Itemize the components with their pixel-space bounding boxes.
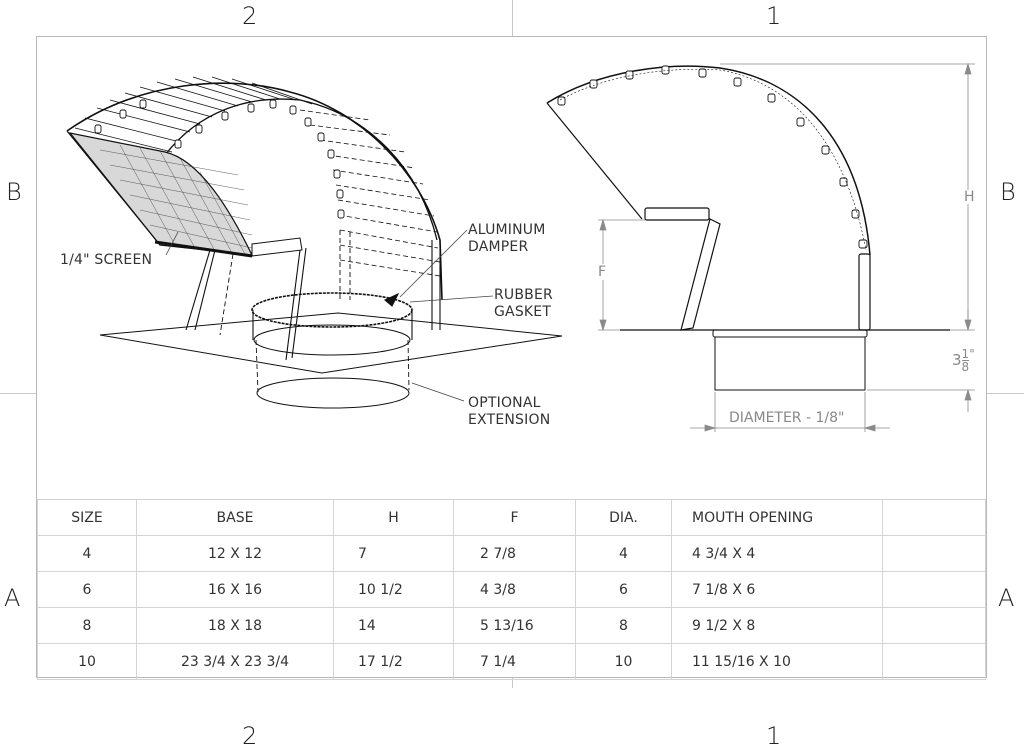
cell-f: 4 3/8 <box>453 571 576 608</box>
header-size: SIZE <box>37 499 137 536</box>
header-blank <box>882 499 986 536</box>
zone-label-right-a: A <box>998 584 1015 612</box>
callout-gasket-line2: GASKET <box>494 304 552 320</box>
cell-size: 4 <box>37 535 137 572</box>
zone-tick-left <box>0 393 36 394</box>
cell-blank <box>882 571 986 608</box>
zone-tick-top <box>512 0 513 36</box>
cell-dia: 10 <box>575 643 672 680</box>
cell-dia: 8 <box>575 607 672 644</box>
callout-damper-line2: DAMPER <box>468 239 529 255</box>
cell-mouth-opening: 9 1/2 X 8 <box>671 607 883 644</box>
header-base: BASE <box>136 499 334 536</box>
cell-mouth-opening: 11 15/16 X 10 <box>671 643 883 680</box>
header-mouth-opening: MOUTH OPENING <box>671 499 883 536</box>
dimension-f: F <box>598 264 607 280</box>
table-header-row: SIZE BASE H F DIA. MOUTH OPENING <box>37 499 986 536</box>
dimension-lines <box>598 62 975 432</box>
zone-label-top-2: 2 <box>242 2 258 30</box>
cell-h: 7 <box>333 535 454 572</box>
zone-label-bottom-1: 1 <box>766 722 782 750</box>
cell-mouth-opening: 4 3/4 X 4 <box>671 535 883 572</box>
header-dia: DIA. <box>575 499 672 536</box>
callout-screen: 1/4" SCREEN <box>60 252 153 268</box>
extension-denominator: 8 <box>961 360 970 374</box>
cell-size: 8 <box>37 607 137 644</box>
cell-h: 10 1/2 <box>333 571 454 608</box>
cell-dia: 6 <box>575 571 672 608</box>
callout-damper-line1: ALUMINUM <box>468 222 546 238</box>
callout-rubber-gasket: RUBBER GASKET <box>494 287 553 321</box>
extension-whole: 3 <box>952 351 962 369</box>
cell-h: 17 1/2 <box>333 643 454 680</box>
cell-blank <box>882 607 986 644</box>
header-h: H <box>333 499 454 536</box>
cell-f: 5 13/16 <box>453 607 576 644</box>
zone-label-right-b: B <box>1000 178 1016 206</box>
extension-unit: " <box>969 347 975 361</box>
side-view <box>546 65 950 391</box>
cell-dia: 4 <box>575 535 672 572</box>
cell-base: 18 X 18 <box>136 607 334 644</box>
callout-extension-line2: EXTENSION <box>468 412 551 428</box>
cell-mouth-opening: 7 1/8 X 6 <box>671 571 883 608</box>
dimension-diameter: DIAMETER - 1/8" <box>729 410 845 426</box>
zone-label-left-b: B <box>6 178 22 206</box>
cell-base: 16 X 16 <box>136 571 334 608</box>
size-specification-table: SIZE BASE H F DIA. MOUTH OPENING 4 12 X … <box>37 499 986 680</box>
callout-extension-line1: OPTIONAL <box>468 395 541 411</box>
cell-h: 14 <box>333 607 454 644</box>
zone-label-bottom-2: 2 <box>242 722 258 750</box>
cell-size: 10 <box>37 643 137 680</box>
callout-optional-extension: OPTIONAL EXTENSION <box>468 395 550 429</box>
callout-aluminum-damper: ALUMINUM DAMPER <box>468 222 546 256</box>
table-row: 8 18 X 18 14 5 13/16 8 9 1/2 X 8 <box>37 607 986 644</box>
zone-tick-bottom <box>512 678 513 688</box>
zone-label-top-1: 1 <box>766 2 782 30</box>
extension-numerator: 1 <box>961 347 970 361</box>
cell-base: 23 3/4 X 23 3/4 <box>136 643 334 680</box>
callout-leaders <box>165 229 494 402</box>
zone-label-left-a: A <box>4 584 21 612</box>
cell-blank <box>882 535 986 572</box>
table-row: 4 12 X 12 7 2 7/8 4 4 3/4 X 4 <box>37 535 986 572</box>
cell-f: 7 1/4 <box>453 643 576 680</box>
cell-base: 12 X 12 <box>136 535 334 572</box>
table-row: 6 16 X 16 10 1/2 4 3/8 6 7 1/8 X 6 <box>37 571 986 608</box>
dimension-h: H <box>962 189 977 205</box>
zone-tick-right <box>987 393 1024 394</box>
cell-f: 2 7/8 <box>453 535 576 572</box>
header-f: F <box>453 499 576 536</box>
cell-blank <box>882 643 986 680</box>
cell-size: 6 <box>37 571 137 608</box>
callout-gasket-line1: RUBBER <box>494 287 553 303</box>
table-row: 10 23 3/4 X 23 3/4 17 1/2 7 1/4 10 11 15… <box>37 643 986 680</box>
